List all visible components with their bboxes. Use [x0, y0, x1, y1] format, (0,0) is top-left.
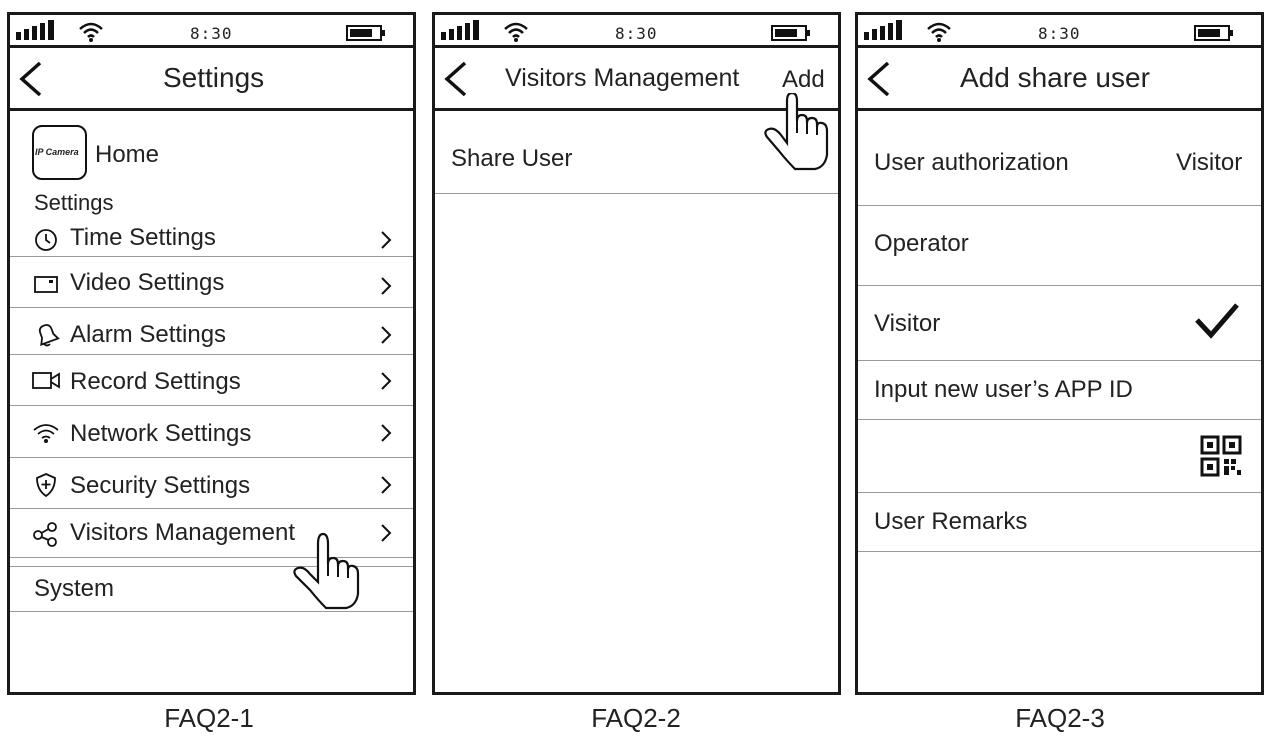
settings-item-network[interactable]: Network Settings	[10, 406, 413, 458]
home-label: Home	[95, 141, 160, 168]
nav-bar: Settings	[10, 48, 413, 111]
settings-item-alarm[interactable]: Alarm Settings	[10, 308, 413, 355]
checkmark-icon	[1195, 303, 1239, 339]
chevron-right-icon	[381, 372, 392, 390]
signal-icon	[16, 20, 54, 40]
share-icon	[33, 522, 57, 547]
option-visitor[interactable]: Visitor	[858, 286, 1261, 361]
caption-faq2-1: FAQ2-1	[164, 703, 254, 733]
share-user-row[interactable]: Share User	[435, 111, 838, 194]
camera-badge: IP Camera	[32, 125, 87, 180]
status-bar: 8:30	[858, 15, 1261, 48]
status-time: 8:30	[1038, 24, 1081, 43]
settings-item-time[interactable]: Time Settings	[10, 220, 413, 257]
clock-icon	[35, 229, 57, 251]
back-arrow-icon[interactable]	[441, 60, 471, 98]
wifi-status-icon	[927, 22, 951, 42]
divider	[10, 566, 413, 567]
phone-screen-add-share-user: 8:30 Add share user User authorization V…	[855, 12, 1264, 695]
user-remarks-label: User Remarks	[874, 508, 1028, 535]
app-id-input-row[interactable]	[858, 420, 1261, 493]
battery-icon	[346, 25, 385, 41]
app-id-label: Input new user’s APP ID	[874, 376, 1133, 403]
chevron-right-icon	[381, 524, 392, 542]
share-user-label: Share User	[451, 145, 573, 172]
user-authorization-value: Visitor	[1176, 149, 1243, 176]
settings-item-record[interactable]: Record Settings	[10, 355, 413, 406]
app-id-label-row: Input new user’s APP ID	[858, 361, 1261, 420]
system-row[interactable]: System	[10, 567, 413, 612]
caption-faq2-2: FAQ2-2	[591, 703, 681, 733]
settings-item-security[interactable]: Security Settings	[10, 458, 413, 509]
video-icon	[34, 276, 58, 293]
status-time: 8:30	[615, 24, 658, 43]
qr-code-icon[interactable]	[1200, 435, 1244, 479]
tap-hand-icon	[293, 532, 360, 610]
nav-bar: Visitors Management Add	[435, 48, 838, 111]
back-arrow-icon[interactable]	[864, 60, 894, 98]
signal-icon	[864, 20, 902, 40]
section-settings-heading: Settings	[34, 190, 114, 215]
option-label: Visitor	[874, 310, 941, 337]
user-remarks-row[interactable]: User Remarks	[858, 493, 1261, 552]
option-operator[interactable]: Operator	[858, 206, 1261, 286]
chevron-right-icon	[381, 326, 392, 344]
phone-screen-settings: 8:30 Settings IP Camera Home Settings Ti…	[7, 12, 416, 695]
phone-screen-visitors: 8:30 Visitors Management Add Share User	[432, 12, 841, 695]
settings-item-label: Network Settings	[70, 420, 252, 447]
status-time: 8:30	[190, 24, 233, 43]
section-system-label: System	[34, 575, 115, 602]
shield-icon	[36, 473, 56, 498]
settings-item-label: Video Settings	[70, 269, 225, 296]
settings-item-label: Alarm Settings	[70, 321, 227, 348]
chevron-right-icon	[381, 476, 392, 494]
bell-icon	[38, 324, 60, 347]
chevron-right-icon	[381, 277, 392, 295]
wifi-icon	[33, 424, 59, 443]
settings-item-label: Visitors Management	[70, 519, 295, 546]
page-title: Add share user	[960, 62, 1150, 93]
page-title: Visitors Management	[505, 64, 740, 92]
chevron-right-icon	[381, 424, 392, 442]
tap-hand-icon	[764, 93, 829, 171]
back-arrow-icon[interactable]	[16, 60, 46, 98]
option-label: Operator	[874, 230, 969, 257]
wifi-status-icon	[504, 22, 528, 42]
user-authorization-row[interactable]: User authorization Visitor	[858, 111, 1261, 206]
add-button[interactable]: Add	[782, 66, 825, 93]
caption-faq2-3: FAQ2-3	[1015, 703, 1105, 733]
signal-icon	[441, 20, 479, 40]
wifi-status-icon	[79, 22, 103, 42]
settings-item-label: Security Settings	[70, 472, 251, 499]
user-authorization-label: User authorization	[874, 149, 1069, 176]
battery-icon	[771, 25, 810, 41]
settings-item-label: Record Settings	[70, 368, 241, 395]
camcorder-icon	[32, 372, 60, 389]
settings-item-label: Time Settings	[70, 224, 216, 251]
settings-item-video[interactable]: Video Settings	[10, 257, 413, 308]
battery-icon	[1194, 25, 1233, 41]
nav-bar: Add share user	[858, 48, 1261, 111]
page-title: Settings	[163, 62, 265, 93]
status-bar: 8:30	[10, 15, 413, 48]
status-bar: 8:30	[435, 15, 838, 48]
settings-item-visitors[interactable]: Visitors Management	[10, 509, 413, 558]
chevron-right-icon	[381, 231, 392, 249]
